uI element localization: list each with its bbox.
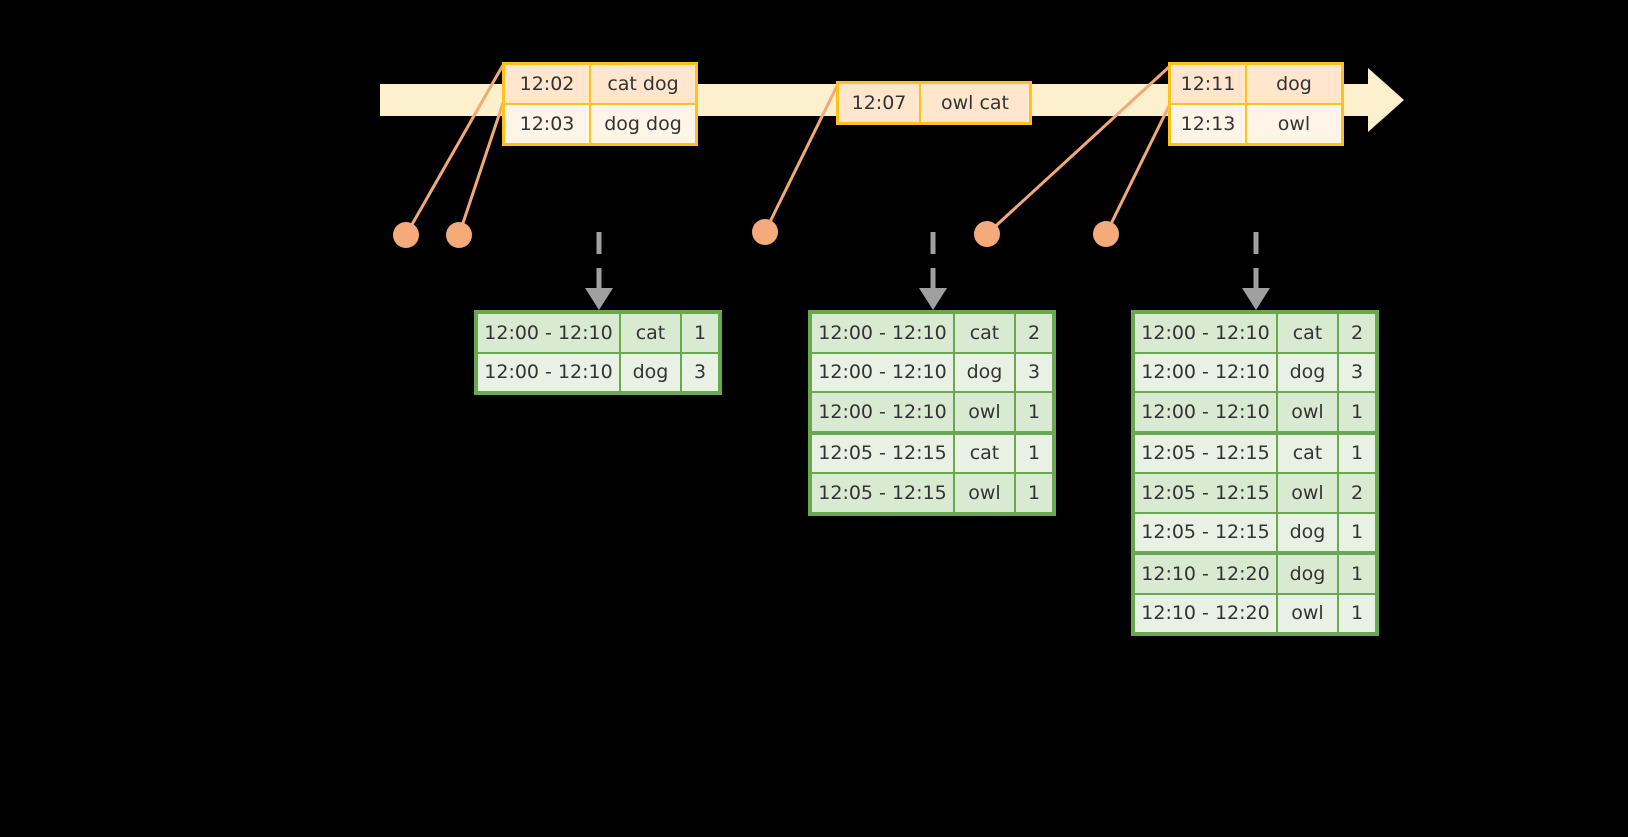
key-cell: dog — [955, 353, 1016, 391]
event-box[interactable]: 12:07 owl cat — [836, 81, 1032, 125]
count-cell: 3 — [1027, 361, 1041, 384]
event-time: 12:13 — [1171, 105, 1247, 143]
event-time: 12:11 — [1171, 65, 1247, 103]
count-cell: 1 — [1350, 521, 1364, 544]
key-cell: cat — [1278, 434, 1339, 472]
event-words: owl — [1277, 113, 1311, 135]
count-cell: 1 — [1027, 400, 1041, 423]
event-time: 12:07 — [839, 84, 921, 122]
key-cell: dog — [1278, 513, 1339, 551]
window-cell: 12:10 - 12:20 — [1135, 594, 1278, 632]
count-cell: 1 — [1350, 442, 1364, 465]
event-row: 12:03 dog dog — [505, 103, 695, 143]
window-cell: 12:00 - 12:10 — [478, 314, 621, 352]
event-time: 12:03 — [505, 105, 591, 143]
count-cell: 1 — [1350, 562, 1364, 585]
key-cell: owl — [1278, 393, 1339, 431]
window-cell: 12:05 - 12:15 — [812, 434, 955, 472]
event-words: dog — [1276, 73, 1312, 95]
count-cell: 2 — [1027, 321, 1041, 344]
window-cell: 12:05 - 12:15 — [1135, 434, 1278, 472]
connector-line — [457, 102, 505, 236]
event-row: 12:11 dog — [1171, 65, 1341, 103]
count-cell: 1 — [1027, 442, 1041, 465]
count-cell: 1 — [693, 321, 707, 344]
event-row: 12:13 owl — [1171, 103, 1341, 143]
connector-line — [1104, 103, 1172, 235]
event-row: 12:02 cat dog — [505, 65, 695, 103]
event-row: 12:07 owl cat — [839, 84, 1029, 122]
window-cell: 12:00 - 12:10 — [1135, 353, 1278, 391]
dot-12-07 — [752, 219, 778, 245]
window-cell: 12:10 - 12:20 — [1135, 555, 1278, 593]
window-cell: 12:05 - 12:15 — [1135, 513, 1278, 551]
dot-12-13 — [1093, 221, 1119, 247]
count-cell: 1 — [1350, 602, 1364, 625]
key-cell: owl — [1278, 594, 1339, 632]
key-cell: cat — [621, 314, 682, 352]
count-cell: 1 — [1027, 481, 1041, 504]
event-box[interactable]: 12:02 cat dog 12:03 dog dog — [502, 62, 698, 146]
key-cell: cat — [955, 434, 1016, 472]
window-cell: 12:00 - 12:10 — [812, 314, 955, 352]
count-cell: 1 — [1350, 400, 1364, 423]
event-words: cat dog — [607, 73, 679, 95]
key-cell: owl — [1278, 474, 1339, 512]
key-cell: dog — [1278, 353, 1339, 391]
dot-12-11 — [974, 221, 1000, 247]
window-cell: 12:00 - 12:10 — [1135, 314, 1278, 352]
window-cell: 12:00 - 12:10 — [812, 353, 955, 391]
dashed-arrow-head-icon — [919, 288, 947, 310]
event-box[interactable]: 12:11 dog 12:13 owl — [1168, 62, 1344, 146]
dashed-arrow-head-icon — [1242, 288, 1270, 310]
key-cell: dog — [621, 353, 682, 391]
window-cell: 12:05 - 12:15 — [812, 474, 955, 512]
window-cell: 12:00 - 12:10 — [812, 393, 955, 431]
timeline-arrowhead-icon — [1368, 68, 1404, 132]
count-cell: 3 — [1350, 361, 1364, 384]
dashed-arrow-head-icon — [585, 288, 613, 310]
count-cell: 2 — [1350, 481, 1364, 504]
dot-12-03 — [446, 222, 472, 248]
count-cell: 3 — [693, 361, 707, 384]
dot-12-02 — [393, 222, 419, 248]
key-cell: owl — [955, 393, 1016, 431]
key-cell: dog — [1278, 555, 1339, 593]
key-cell: cat — [1278, 314, 1339, 352]
event-time: 12:02 — [505, 65, 591, 103]
count-cell: 2 — [1350, 321, 1364, 344]
event-words: dog dog — [604, 113, 682, 135]
event-words: owl cat — [940, 92, 1010, 114]
window-cell: 12:05 - 12:15 — [1135, 474, 1278, 512]
key-cell: owl — [955, 474, 1016, 512]
window-cell: 12:00 - 12:10 — [1135, 393, 1278, 431]
window-cell: 12:00 - 12:10 — [478, 353, 621, 391]
key-cell: cat — [955, 314, 1016, 352]
